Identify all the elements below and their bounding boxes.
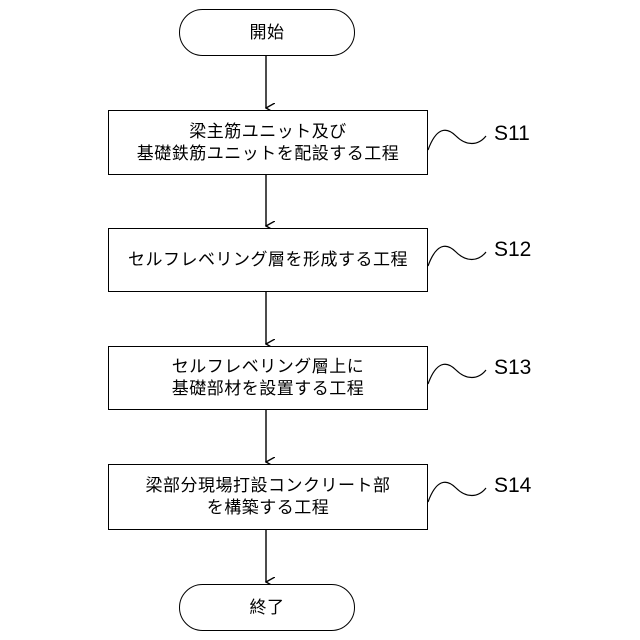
process-box-s13: セルフレベリング層上に 基礎部材を設置する工程 [108,346,428,410]
process-box-s11: 梁主筋ユニット及び 基礎鉄筋ユニットを配設する工程 [108,110,428,175]
leader-line-s11 [428,130,486,150]
step-label-s13: S13 [494,356,531,380]
process-box-s12: セルフレベリング層を形成する工程 [108,228,428,292]
start-label: 開始 [250,22,285,44]
process-box-s14: 梁部分現場打設コンクリート部 を構築する工程 [108,464,428,530]
start-terminal: 開始 [179,9,355,56]
step-label-s14: S14 [494,474,531,498]
step-label-s11: S11 [494,122,530,146]
process-text-line: 梁主筋ユニット及び [189,121,347,143]
process-text-line: セルフレベリング層を形成する工程 [128,249,408,271]
leader-line-s14 [428,482,486,502]
process-text-line: セルフレベリング層上に [172,356,365,378]
step-label-s12: S12 [494,238,531,262]
end-label: 終了 [250,597,285,619]
process-text-line: 基礎鉄筋ユニットを配設する工程 [137,143,400,165]
leader-line-s13 [428,364,486,384]
end-terminal: 終了 [179,584,355,631]
leader-line-s12 [428,246,486,266]
process-text-line: 基礎部材を設置する工程 [172,378,365,400]
process-text-line: を構築する工程 [207,497,330,519]
process-text-line: 梁部分現場打設コンクリート部 [146,475,391,497]
